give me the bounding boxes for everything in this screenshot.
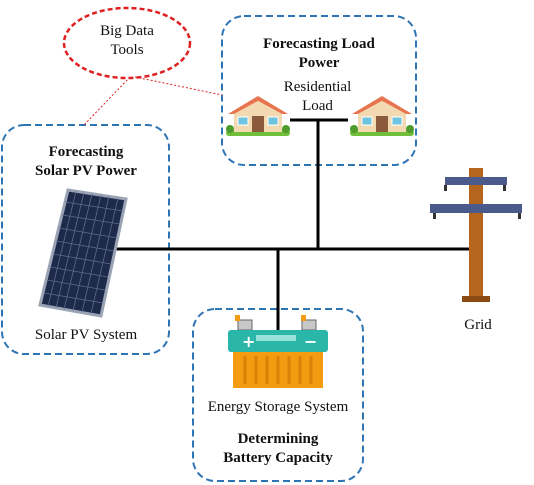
bus-lines xyxy=(116,118,470,330)
solar-forecast-box xyxy=(1,124,170,355)
house-icon xyxy=(350,96,414,136)
storage-box xyxy=(192,308,364,482)
energy-storage-label: Energy Storage System xyxy=(207,399,349,415)
storage-box-title-line2: Battery Capacity xyxy=(223,450,333,466)
residential-load-line2: Load xyxy=(302,98,333,114)
storage-box-title-line1: Determining xyxy=(237,431,319,447)
big-data-label-line1: Big Data xyxy=(100,23,154,39)
solar-pv-system-label: Solar PV System xyxy=(34,327,138,343)
svg-text:−: − xyxy=(304,332,317,351)
load-box-title-line2: Power xyxy=(298,55,340,71)
grid-label: Grid xyxy=(464,317,492,333)
utility-pole-icon xyxy=(430,168,522,302)
big-data-ellipse xyxy=(62,6,192,80)
connector-to-load xyxy=(134,76,223,96)
svg-text:+: + xyxy=(242,332,255,351)
solar-box-title-line2: Solar PV Power xyxy=(35,163,137,179)
connector-to-solar xyxy=(82,76,131,127)
battery-icon: + − xyxy=(228,315,328,388)
solar-box-title-line1: Forecasting xyxy=(48,144,124,160)
load-box-title-line1: Forecasting Load xyxy=(263,36,375,52)
house-icon xyxy=(226,96,290,136)
big-data-label-line2: Tools xyxy=(110,42,144,58)
residential-load-line1: Residential xyxy=(283,79,352,95)
solar-panel-icon xyxy=(38,188,128,318)
